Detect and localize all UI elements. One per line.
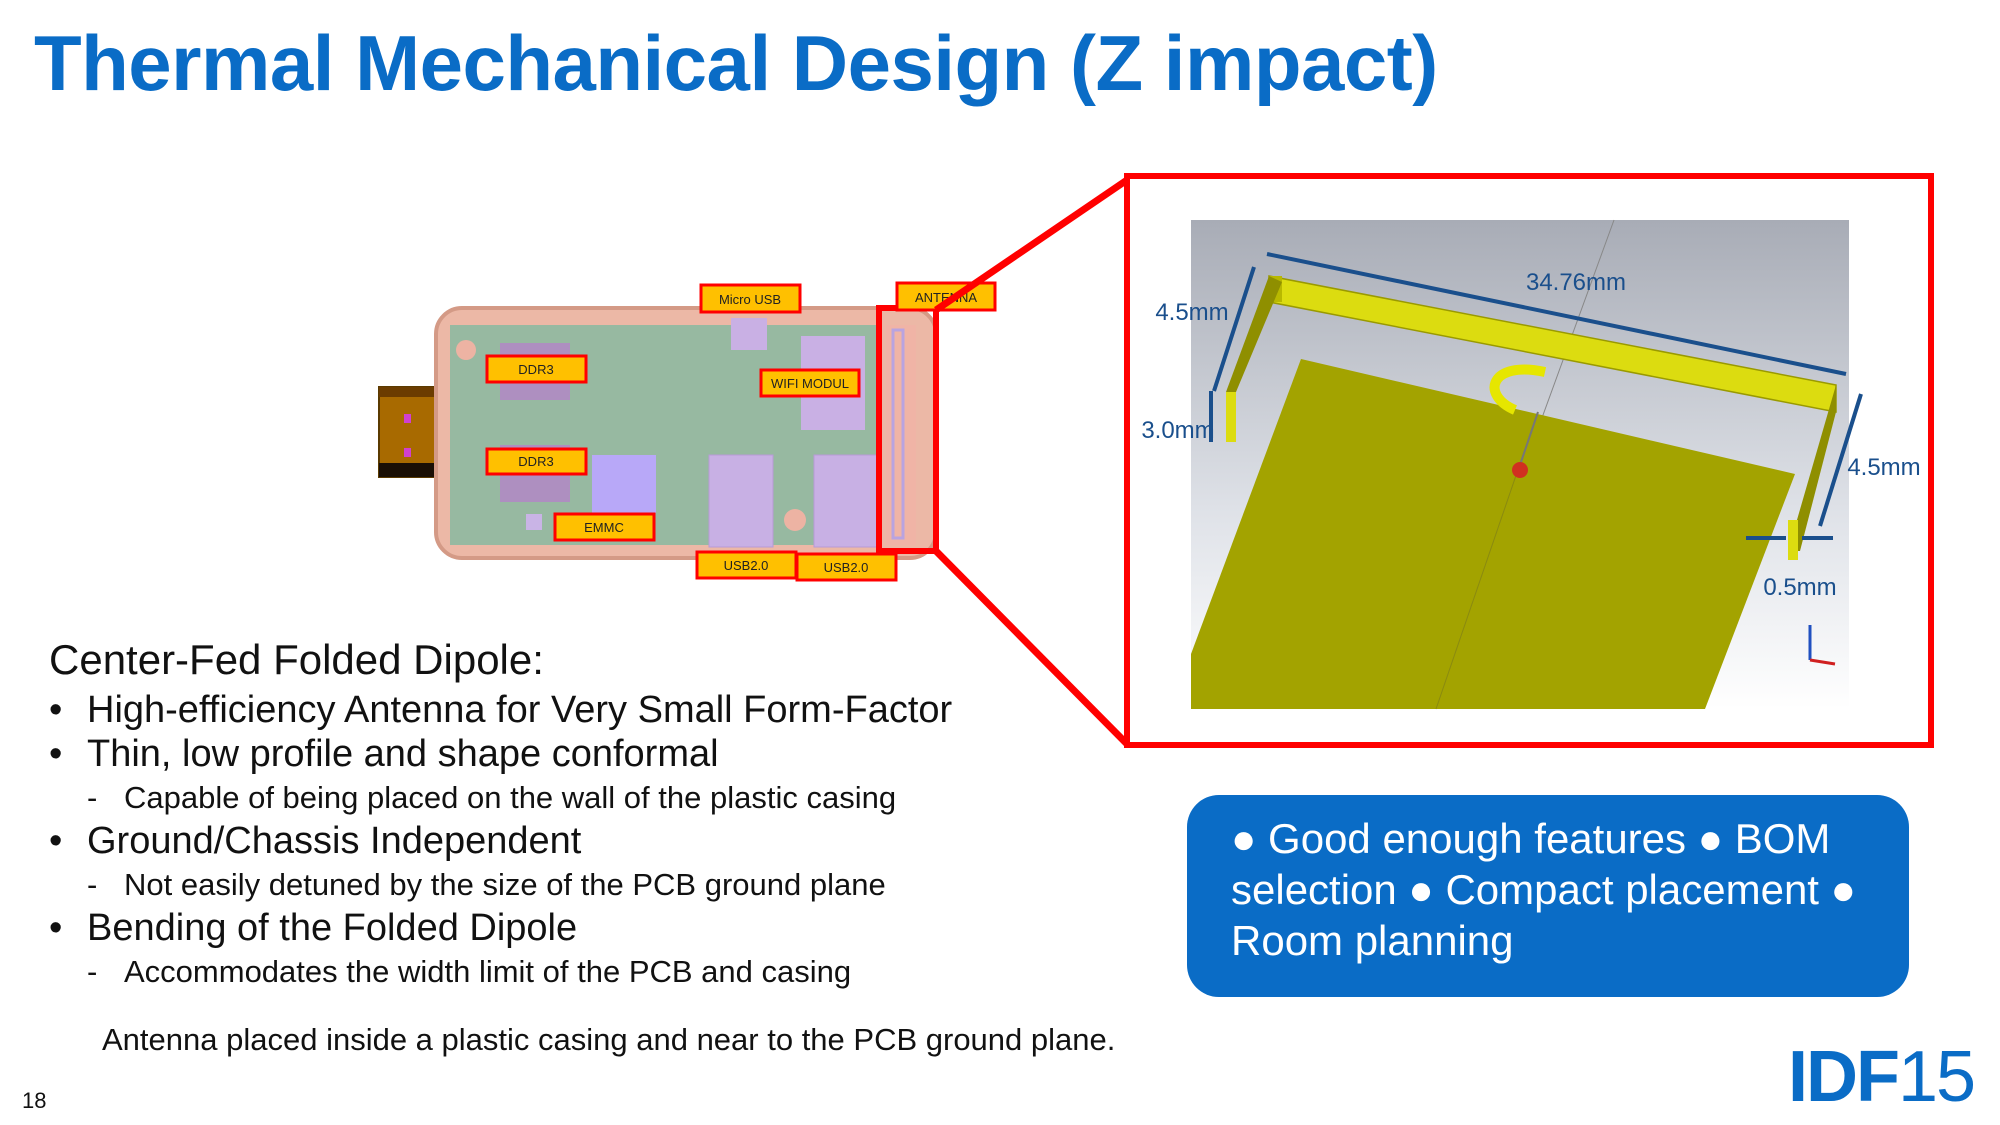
axis-triad-icon — [1808, 625, 1836, 666]
callout-box: ● Good enough features ● BOM selection ●… — [1187, 795, 1909, 997]
sub-bullet-item: Not easily detuned by the size of the PC… — [49, 863, 1199, 906]
page-number: 18 — [22, 1088, 47, 1113]
dim-height: 3.0mm — [1141, 417, 1214, 444]
usb-port-left — [708, 454, 774, 548]
dim-thickness: 0.5mm — [1763, 574, 1836, 601]
sub-bullet-item: Accommodates the width limit of the PCB … — [49, 950, 1199, 993]
feature-list: Center-Fed Folded Dipole: High-efficienc… — [49, 636, 1199, 993]
idf-logo: IDF15 — [1788, 1036, 1976, 1118]
dipole-left-wall — [1226, 276, 1282, 392]
bullet-item: High-efficiency Antenna for Very Small F… — [49, 688, 1199, 732]
dim-right-arm: 4.5mm — [1847, 454, 1920, 481]
dimension-left-arm-arrow — [1212, 266, 1256, 392]
logo-prefix: IDF — [1788, 1037, 1900, 1117]
usb-port-right — [813, 454, 879, 548]
dim-left-arm: 4.5mm — [1155, 299, 1228, 326]
bullet-item: Thin, low profile and shape conformal — [49, 732, 1199, 776]
label-wifi-module: WIFI MODUL — [771, 376, 849, 391]
label-micro-usb: Micro USB — [719, 292, 781, 307]
pcb-labels: Micro USB ANTENNA DDR3 DDR3 WIFI MODUL E… — [485, 281, 997, 582]
dimension-right-arm-arrow — [1818, 393, 1863, 527]
dimension-length-arrow — [1266, 252, 1847, 376]
antenna-cad-view: 34.76mm 4.5mm 3.0mm 4.5mm 0.5mm — [1141, 219, 1921, 710]
zoom-line-top — [934, 177, 1129, 313]
bullet-item: Ground/Chassis Independent — [49, 819, 1199, 863]
label-usb-right: USB2.0 — [824, 560, 869, 575]
label-usb-left: USB2.0 — [724, 558, 769, 573]
emmc-chip — [592, 455, 656, 513]
label-emmc: EMMC — [584, 520, 624, 535]
logo-suffix: 15 — [1897, 1037, 1976, 1117]
dipole-right-wall — [1788, 385, 1836, 551]
sub-bullet-item: Capable of being placed on the wall of t… — [49, 776, 1199, 819]
dim-length: 34.76mm — [1526, 269, 1626, 296]
label-ddr3-top: DDR3 — [518, 362, 553, 377]
footnote: Antenna placed inside a plastic casing a… — [102, 1022, 1116, 1057]
pcb-top-view — [378, 305, 939, 560]
bullet-item: Bending of the Folded Dipole — [49, 906, 1199, 950]
section-heading: Center-Fed Folded Dipole: — [49, 636, 544, 683]
label-ddr3-bottom: DDR3 — [518, 454, 553, 469]
slide-title: Thermal Mechanical Design (Z impact) — [34, 19, 1438, 107]
ground-plane — [1191, 359, 1795, 709]
